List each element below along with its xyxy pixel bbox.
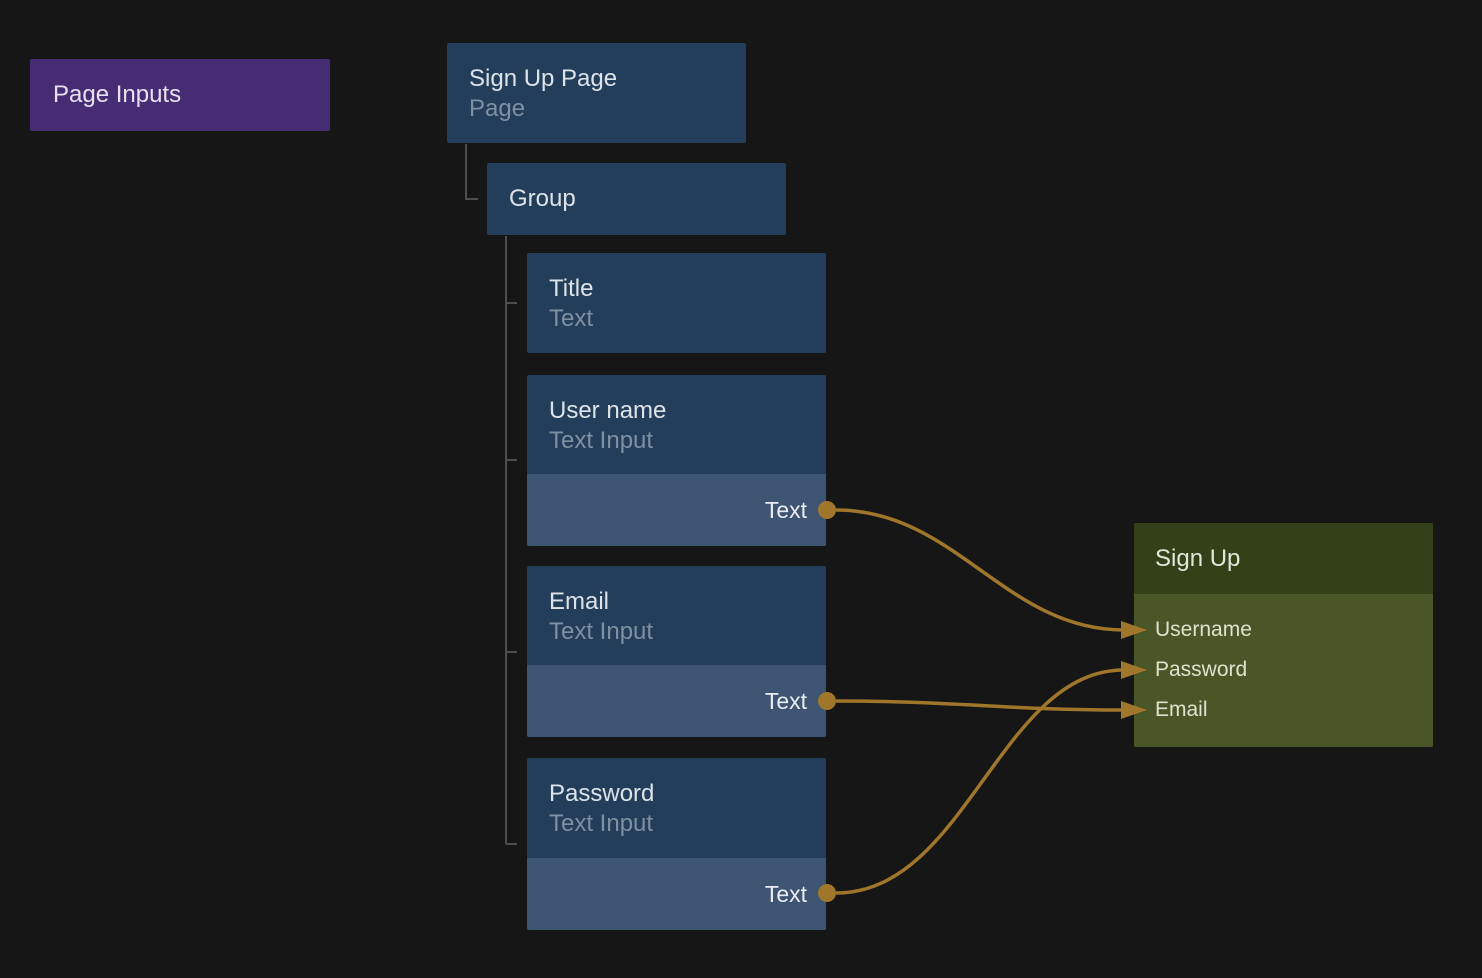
- output-port-row: Text: [527, 474, 826, 546]
- tree-node-title[interactable]: Title Text: [527, 253, 826, 353]
- tree-node-email[interactable]: Email Text Input Text: [527, 566, 826, 737]
- wire-password-text-to-password[interactable]: [835, 668, 1125, 895]
- signup-component-node[interactable]: Sign Up Username Password Email: [1134, 523, 1433, 747]
- node-subtitle: Text: [549, 305, 594, 332]
- signup-node-header: Sign Up: [1134, 523, 1433, 594]
- node-subtitle: Page: [469, 95, 526, 122]
- node-title: Password: [549, 780, 655, 807]
- input-label: Email: [1155, 698, 1208, 721]
- page-inputs-node[interactable]: Page Inputs: [30, 59, 330, 131]
- node-subtitle: Text Input: [549, 618, 654, 645]
- node-title: Title: [549, 275, 594, 302]
- output-port-label: Text: [764, 496, 807, 523]
- tree-line-root-to-group: [465, 144, 478, 200]
- node-title: Sign Up Page: [469, 65, 618, 92]
- input-row-username[interactable]: Username: [1134, 610, 1433, 650]
- output-port-label: Text: [764, 880, 807, 907]
- node-title: Group: [509, 185, 576, 212]
- tree-hierarchy-lines: [465, 144, 517, 845]
- signup-node-title: Sign Up: [1155, 544, 1241, 572]
- output-port-row: Text: [527, 858, 826, 930]
- input-row-password[interactable]: Password: [1134, 650, 1433, 690]
- wire-email-text-to-email[interactable]: [835, 699, 1125, 712]
- input-label: Username: [1155, 618, 1252, 641]
- output-port-label: Text: [764, 687, 807, 714]
- connection-wires: [835, 508, 1125, 895]
- tree-node-group[interactable]: Group: [487, 163, 786, 235]
- output-port-row: Text: [527, 665, 826, 737]
- node-title: User name: [549, 397, 667, 424]
- input-row-email[interactable]: Email: [1134, 690, 1433, 730]
- node-title: Email: [549, 588, 610, 615]
- node-subtitle: Text Input: [549, 810, 654, 837]
- page-inputs-label: Page Inputs: [53, 81, 182, 108]
- tree-node-user-name[interactable]: User name Text Input Text: [527, 375, 826, 546]
- node-subtitle: Text Input: [549, 427, 654, 454]
- wire-username-text-to-username[interactable]: [835, 508, 1125, 632]
- signup-node-inputs: Username Password Email: [1134, 594, 1433, 730]
- tree-node-password[interactable]: Password Text Input Text: [527, 758, 826, 930]
- input-label: Password: [1155, 658, 1248, 681]
- tree-node-sign-up-page[interactable]: Sign Up Page Page: [447, 43, 746, 143]
